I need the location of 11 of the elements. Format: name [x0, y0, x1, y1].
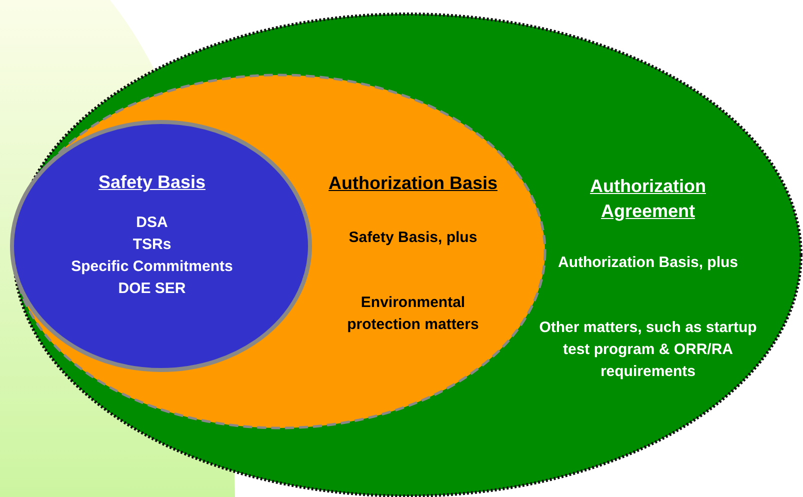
ellipse-text: DSA: [135, 213, 169, 233]
ellipse-text: Environmental protection matters: [346, 293, 480, 335]
ellipse-heading: Authorization Basis: [327, 172, 498, 195]
ellipse-text: Authorization Basis, plus: [556, 253, 739, 273]
ellipse-text: TSRs: [132, 235, 172, 255]
ellipse-text: Safety Basis, plus: [348, 228, 478, 248]
ellipse-heading: Safety Basis: [97, 171, 207, 194]
ellipse-text: Other matters, such as startup test program & ORR/RA requirements: [538, 318, 758, 382]
ellipse-text: Specific Commitments: [70, 257, 234, 277]
ellipse-text: DOE SER: [117, 279, 187, 299]
ellipse-heading: Authorization Agreement: [589, 175, 707, 223]
